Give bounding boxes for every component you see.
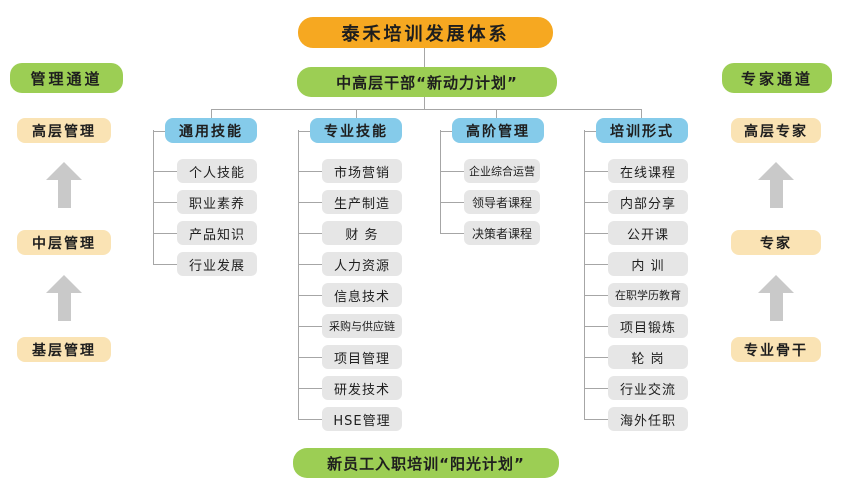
tree-item: 市场营销	[298, 159, 402, 183]
top-plan-box: 中高层干部“新动力计划”	[297, 67, 557, 97]
column-header: 培训形式	[584, 118, 688, 143]
bottom-plan-box: 新员工入职培训“阳光计划”	[293, 448, 559, 478]
connector-drop-line	[211, 109, 212, 118]
tree-item: 信息技术	[298, 283, 402, 307]
tree-item: 人力资源	[298, 252, 402, 276]
management-level-box: 中层管理	[17, 230, 111, 255]
column-header: 高阶管理	[440, 118, 544, 143]
column-general-skills: 通用技能 个人技能 职业素养 产品知识 行业发展	[153, 118, 273, 283]
connector-line	[424, 97, 425, 109]
tree-item: 内部分享	[584, 190, 688, 214]
management-level-box: 高层管理	[17, 118, 111, 143]
column-training-forms: 培训形式 在线课程 内部分享 公开课 内 训 在职学历教育 项目锻炼 轮 岗 行…	[584, 118, 704, 438]
tree-item: 公开课	[584, 221, 688, 245]
tree-item: 研发技术	[298, 376, 402, 400]
arrow-head	[758, 275, 794, 293]
connector-bus-line	[211, 109, 642, 110]
tree-item: 项目管理	[298, 345, 402, 369]
connector-drop-line	[496, 109, 497, 118]
left-channel-title: 管理通道	[10, 63, 123, 93]
tree-item: 在职学历教育	[584, 283, 688, 307]
up-arrow-icon	[46, 162, 82, 208]
tree-item: 领导者课程	[440, 190, 540, 214]
tree-item: 职业素养	[153, 190, 257, 214]
tree-item: 产品知识	[153, 221, 257, 245]
tree-item: 内 训	[584, 252, 688, 276]
tree-item: 项目锻炼	[584, 314, 688, 338]
up-arrow-icon	[46, 275, 82, 321]
expert-level-box: 专业骨干	[731, 337, 821, 362]
column-rail	[153, 130, 154, 264]
column-professional-skills: 专业技能 市场营销 生产制造 财 务 人力资源 信息技术 采购与供应链 项目管理…	[298, 118, 418, 438]
tree-item: 行业发展	[153, 252, 257, 276]
management-level-box: 基层管理	[17, 337, 111, 362]
arrow-shaft	[57, 293, 71, 321]
column-header: 专业技能	[298, 118, 402, 143]
arrow-shaft	[57, 180, 71, 208]
arrow-shaft	[769, 293, 783, 321]
tree-item: 决策者课程	[440, 221, 540, 245]
up-arrow-icon	[758, 275, 794, 321]
expert-level-box: 专家	[731, 230, 821, 255]
arrow-head	[758, 162, 794, 180]
tree-item: 海外任职	[584, 407, 688, 431]
tree-item: HSE管理	[298, 407, 402, 431]
tree-item: 企业综合运营	[440, 159, 540, 183]
column-rail	[584, 130, 585, 419]
column-advanced-management: 高阶管理 企业综合运营 领导者课程 决策者课程	[440, 118, 560, 252]
tree-item: 在线课程	[584, 159, 688, 183]
tree-item: 采购与供应链	[298, 314, 402, 338]
tree-item: 生产制造	[298, 190, 402, 214]
up-arrow-icon	[758, 162, 794, 208]
expert-level-box: 高层专家	[731, 118, 821, 143]
tree-item: 财 务	[298, 221, 402, 245]
column-rail	[298, 130, 299, 419]
column-rail	[440, 130, 441, 233]
connector-drop-line	[356, 109, 357, 118]
column-header: 通用技能	[153, 118, 257, 143]
arrow-shaft	[769, 180, 783, 208]
arrow-head	[46, 162, 82, 180]
right-channel-title: 专家通道	[722, 63, 832, 93]
connector-line	[424, 48, 425, 67]
diagram-title: 泰禾培训发展体系	[298, 17, 553, 48]
tree-item: 轮 岗	[584, 345, 688, 369]
arrow-head	[46, 275, 82, 293]
connector-drop-line	[641, 109, 642, 118]
tree-item: 行业交流	[584, 376, 688, 400]
tree-item: 个人技能	[153, 159, 257, 183]
